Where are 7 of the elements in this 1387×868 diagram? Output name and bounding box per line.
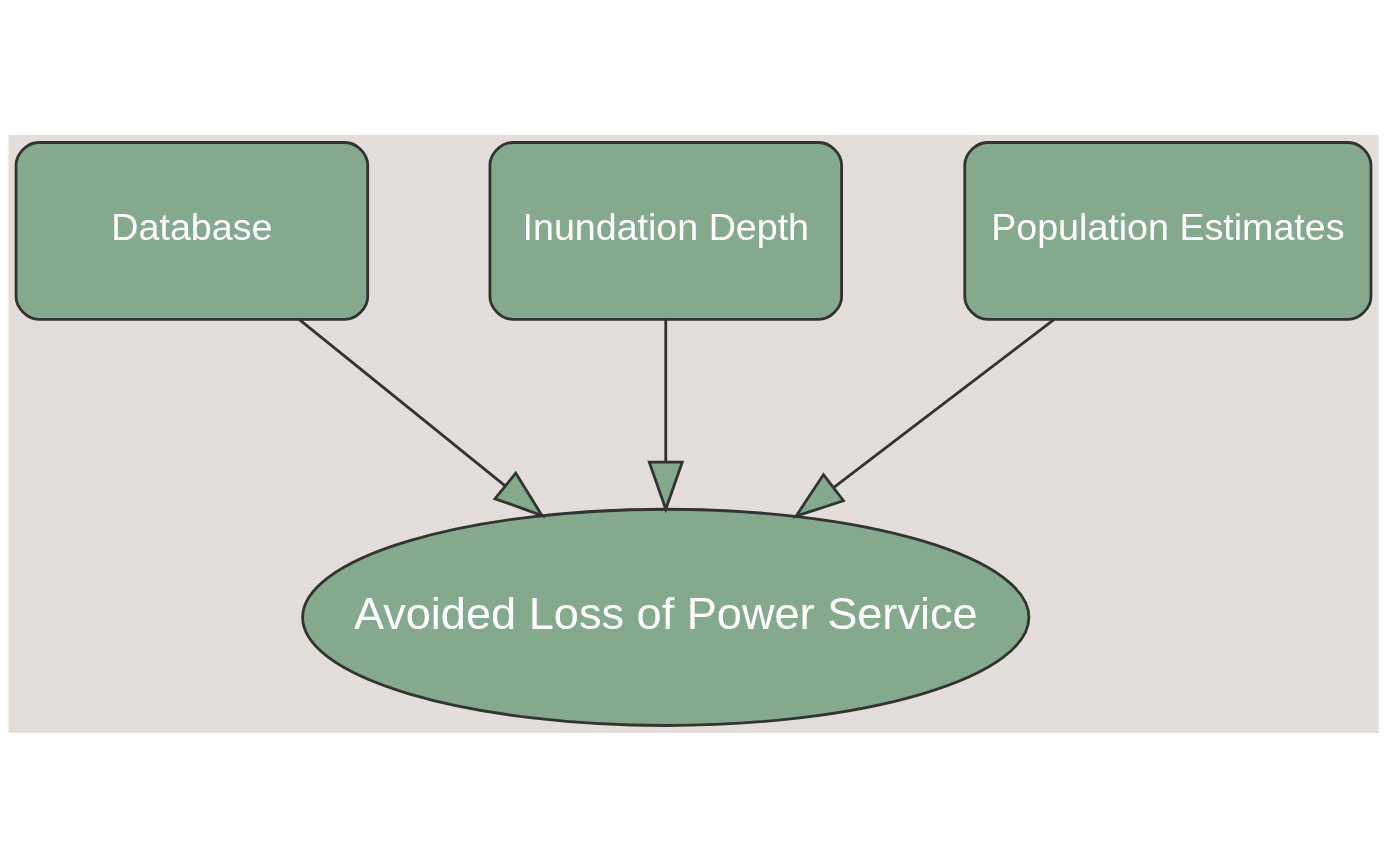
node-box: Inundation Depth [488,141,843,321]
node-ellipse: Avoided Loss of Power Service [301,507,1031,727]
arrow [792,318,1055,519]
node-box: Population Estimates [963,141,1373,321]
node-box: Database [14,141,370,321]
arrow [298,318,546,519]
arrow [647,319,685,514]
